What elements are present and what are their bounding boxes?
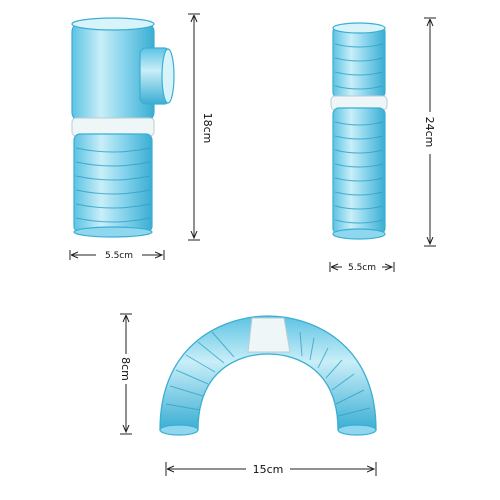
straight-tube-height-label: 24cm: [423, 117, 436, 148]
straight-tube-width-label: 5.5cm: [348, 263, 376, 273]
tee-tube: [71, 17, 175, 238]
arch-tube-width-label: 15cm: [253, 463, 284, 476]
straight-tube: [330, 22, 388, 240]
tee-tube-height-label: 18cm: [201, 113, 214, 144]
arch-tube-width-dimension: 15cm: [165, 461, 377, 477]
straight-tube-width-dimension: 5.5cm: [329, 260, 395, 274]
arch-tube: [159, 315, 377, 436]
tee-tube-height-dimension: 18cm: [188, 13, 214, 241]
tee-tube-width-dimension: 5.5cm: [69, 248, 165, 262]
straight-tube-height-dimension: 24cm: [422, 17, 438, 247]
tee-tube-width-label: 5.5cm: [105, 251, 133, 261]
arch-tube-height-dimension: 8cm: [118, 313, 134, 435]
arch-tube-height-label: 8cm: [119, 357, 132, 381]
